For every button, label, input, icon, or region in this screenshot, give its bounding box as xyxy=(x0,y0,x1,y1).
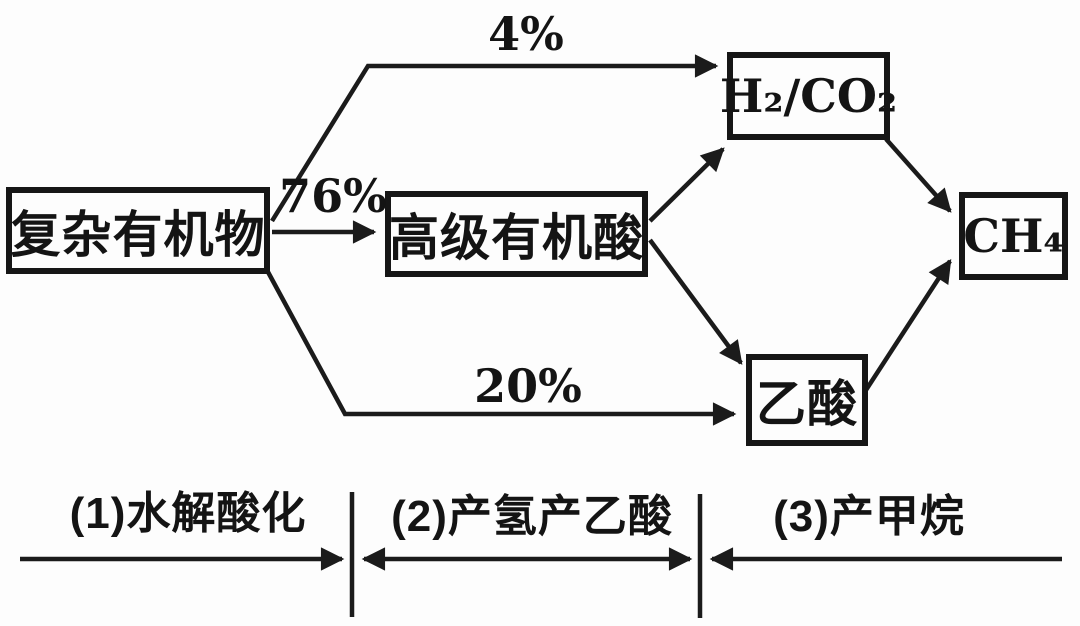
node-complex-organics: 复杂有机物 xyxy=(6,187,270,274)
arrow-h2co2-to-ch4 xyxy=(884,137,952,213)
label-76-percent: 76% xyxy=(279,169,387,223)
node-higher-organic-acids: 高级有机酸 xyxy=(385,191,648,277)
label-4-percent: 4% xyxy=(488,7,564,61)
node-acetic-acid: 乙酸 xyxy=(746,354,868,446)
stage3-label: (3)产甲烷 xyxy=(773,492,965,541)
label-20-percent: 20% xyxy=(474,359,582,413)
arrow-acetic-to-ch4 xyxy=(864,259,952,392)
stage2-label: (2)产氢产乙酸 xyxy=(391,492,673,541)
arrow-complex-to-h2co2 xyxy=(270,54,719,223)
arrow-complex-to-acetic xyxy=(266,270,737,426)
arrow-higher-acids-to-acetic xyxy=(648,238,743,365)
arrow-higher-acids-to-h2co2 xyxy=(648,147,725,223)
node-h2-co2: H₂/CO₂ xyxy=(720,52,897,140)
node-methane: CH₄ xyxy=(959,192,1068,280)
stage1-label: (1)水解酸化 xyxy=(69,489,307,538)
